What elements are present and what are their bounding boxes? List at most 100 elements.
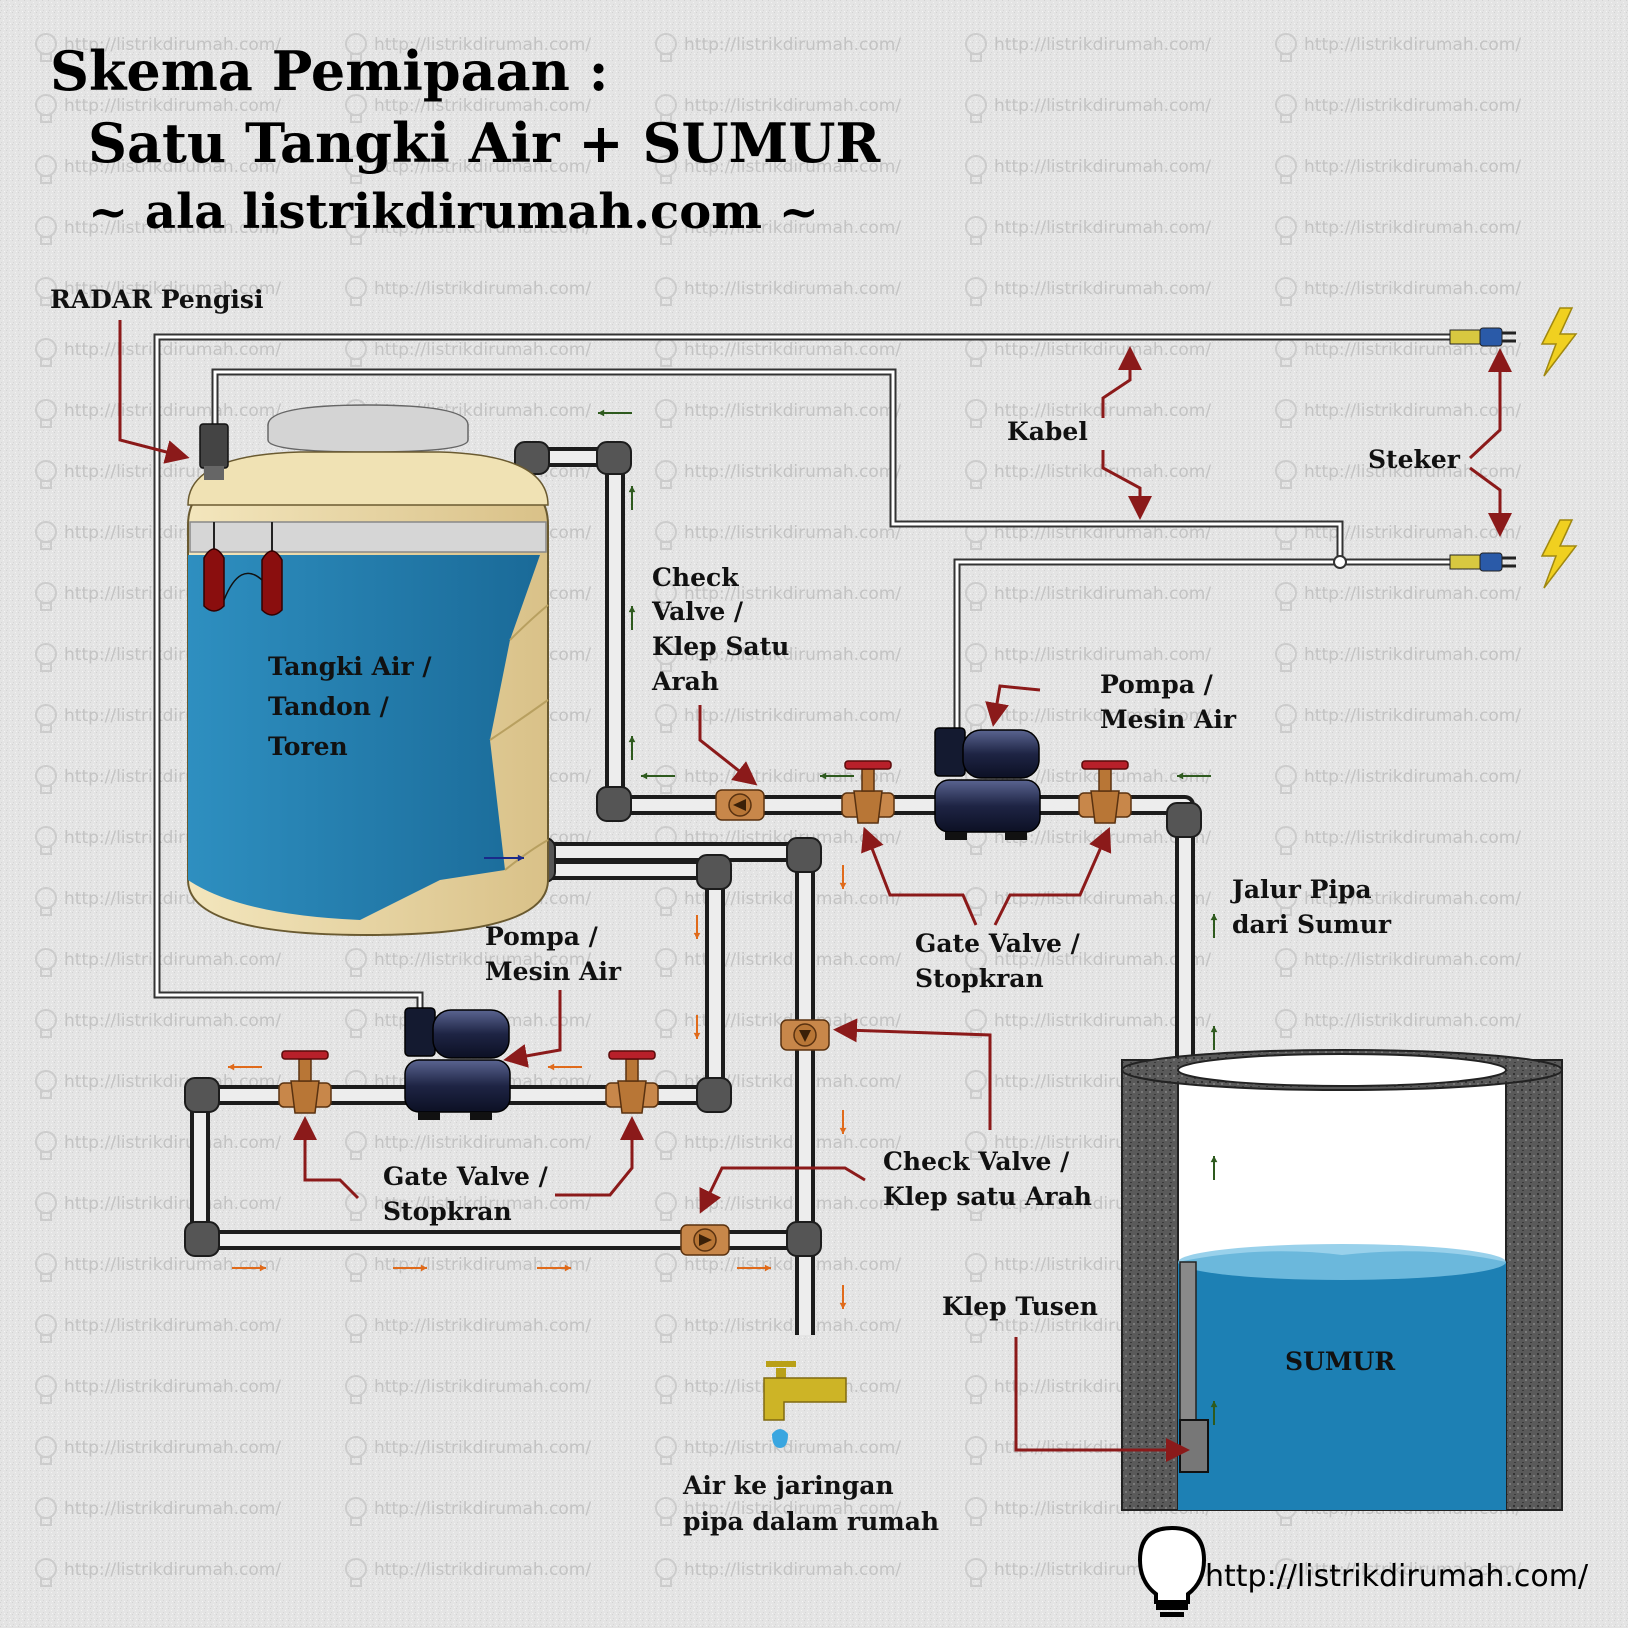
check-valve [680,1224,730,1256]
watermark-bulb-icon [965,399,987,428]
watermark-bulb-icon [655,1314,677,1343]
foot-valve [1179,1419,1209,1473]
watermark-text: http://listrikdirumah.com/ [374,1560,591,1580]
watermark-bulb-icon [35,399,57,428]
flow-arrow [839,865,847,889]
watermark-bulb-icon [35,521,57,550]
watermark-bulb-icon [655,399,677,428]
watermark-bulb-icon [35,1070,57,1099]
watermark-text: http://listrikdirumah.com/ [374,218,591,238]
watermark-text: http://listrikdirumah.com/ [64,279,281,299]
watermark-bulb-icon [35,277,57,306]
watermark-bulb-icon [35,460,57,489]
watermark-text: http://listrikdirumah.com/ [374,96,591,116]
gv-right-1: Gate Valve / [915,929,1081,958]
watermark-bulb-icon [655,1558,677,1587]
flow-arrow [693,915,701,939]
watermark-text: http://listrikdirumah.com/ [1304,1011,1521,1031]
watermark-text: http://listrikdirumah.com/ [994,340,1211,360]
watermark-text: http://listrikdirumah.com/ [64,1499,281,1519]
watermark-text: http://listrikdirumah.com/ [684,1194,901,1214]
watermark-text: http://listrikdirumah.com/ [64,401,281,421]
callout-arrow [293,1116,360,1200]
gate-valve [605,1050,659,1114]
watermark-bulb-icon [655,1375,677,1404]
watermark-text: http://listrikdirumah.com/ [1304,218,1521,238]
watermark-bulb-icon [35,887,57,916]
jalur-2: dari Sumur [1232,910,1392,939]
watermark-bulb-icon [35,1314,57,1343]
label-tank-3: Toren [268,732,348,761]
watermark-bulb-icon [1275,1558,1297,1587]
callout-arrow [985,684,1041,727]
watermark-text: http://listrikdirumah.com/ [374,340,591,360]
watermark-bulb-icon [345,1131,367,1160]
cv-top-2: Valve / [651,597,744,626]
watermark-text: http://listrikdirumah.com/ [374,1316,591,1336]
flow-arrow [537,1264,571,1272]
watermark-text: http://listrikdirumah.com/ [994,523,1211,543]
watermark-text: http://listrikdirumah.com/ [684,1072,901,1092]
label-gate-valve-left: Gate Valve / Stopkran [383,1162,557,1226]
watermark-bulb-icon [1275,216,1297,245]
watermark-text: http://listrikdirumah.com/ [1304,401,1521,421]
watermark-bulb-icon [965,643,987,672]
watermark-bulb-icon [35,1558,57,1587]
watermark-text: http://listrikdirumah.com/ [64,340,281,360]
float-switch [203,548,225,612]
flow-arrow [737,1264,771,1272]
flow-arrow [1210,1026,1218,1050]
watermark-text: http://listrikdirumah.com/ [1304,828,1521,848]
label-pump-bottom: Pompa / Mesin Air [485,922,622,986]
watermark-text: http://listrikdirumah.com/ [684,1316,901,1336]
watermark-bulb-icon [345,1558,367,1587]
watermark-text: http://listrikdirumah.com/ [994,1011,1211,1031]
watermark-bulb-icon [345,216,367,245]
watermark-bulb-icon [965,155,987,184]
watermark-bulb-icon [345,94,367,123]
watermark-bulb-icon [35,1497,57,1526]
label-check-valve-top: Check Valve / Klep Satu Arah [651,563,798,696]
watermark-bulb-icon [35,948,57,977]
watermark-text: http://listrikdirumah.com/ [374,1377,591,1397]
watermark-bulb-icon [345,155,367,184]
watermark-bulb-icon [345,277,367,306]
watermark-text: http://listrikdirumah.com/ [684,889,901,909]
watermark-bulb-icon [965,948,987,977]
label-kabel: Kabel [1007,417,1088,446]
watermark-text: http://listrikdirumah.com/ [1304,462,1521,482]
watermark-bulb-icon [965,1436,987,1465]
gate-valve [841,760,895,824]
flow-arrow [548,1063,582,1071]
watermark-bulb-icon [345,1497,367,1526]
watermark-text: http://listrikdirumah.com/ [684,279,901,299]
label-air-ke: Air ke jaringan pipa dalam rumah [682,1471,939,1536]
watermark-text: http://listrikdirumah.com/ [684,523,901,543]
watermark-text: http://listrikdirumah.com/ [1304,35,1521,55]
label-klep-tusen: Klep Tusen [942,1292,1098,1321]
watermark-text: http://listrikdirumah.com/ [684,950,901,970]
watermark-text: http://listrikdirumah.com/ [684,1560,901,1580]
flow-arrow [1210,914,1218,938]
watermark-bulb-icon [655,948,677,977]
watermark-text: http://listrikdirumah.com/ [684,706,901,726]
callout-arrow [833,1018,992,1130]
watermark-bulb-icon [965,582,987,611]
watermark-text: http://listrikdirumah.com/ [374,1194,591,1214]
flow-arrows [228,409,1218,1425]
watermark-bulb-icon [1275,460,1297,489]
watermark-bulb-icon [655,1253,677,1282]
watermark-bulb-icon [965,94,987,123]
watermark-bulb-icon [655,277,677,306]
watermark-text: http://listrikdirumah.com/ [1304,767,1521,787]
watermark-bulb-icon [345,1436,367,1465]
flow-arrow [628,606,636,630]
watermark-text: http://listrikdirumah.com/ [64,1316,281,1336]
watermark-bulb-icon [1275,1009,1297,1038]
watermark-text: http://listrikdirumah.com/ [64,950,281,970]
cv-bottom-2: Klep satu Arah [883,1182,1092,1211]
watermark-bulb-icon [655,460,677,489]
watermark-bulb-icon [655,155,677,184]
watermark-text: http://listrikdirumah.com/ [64,1194,281,1214]
